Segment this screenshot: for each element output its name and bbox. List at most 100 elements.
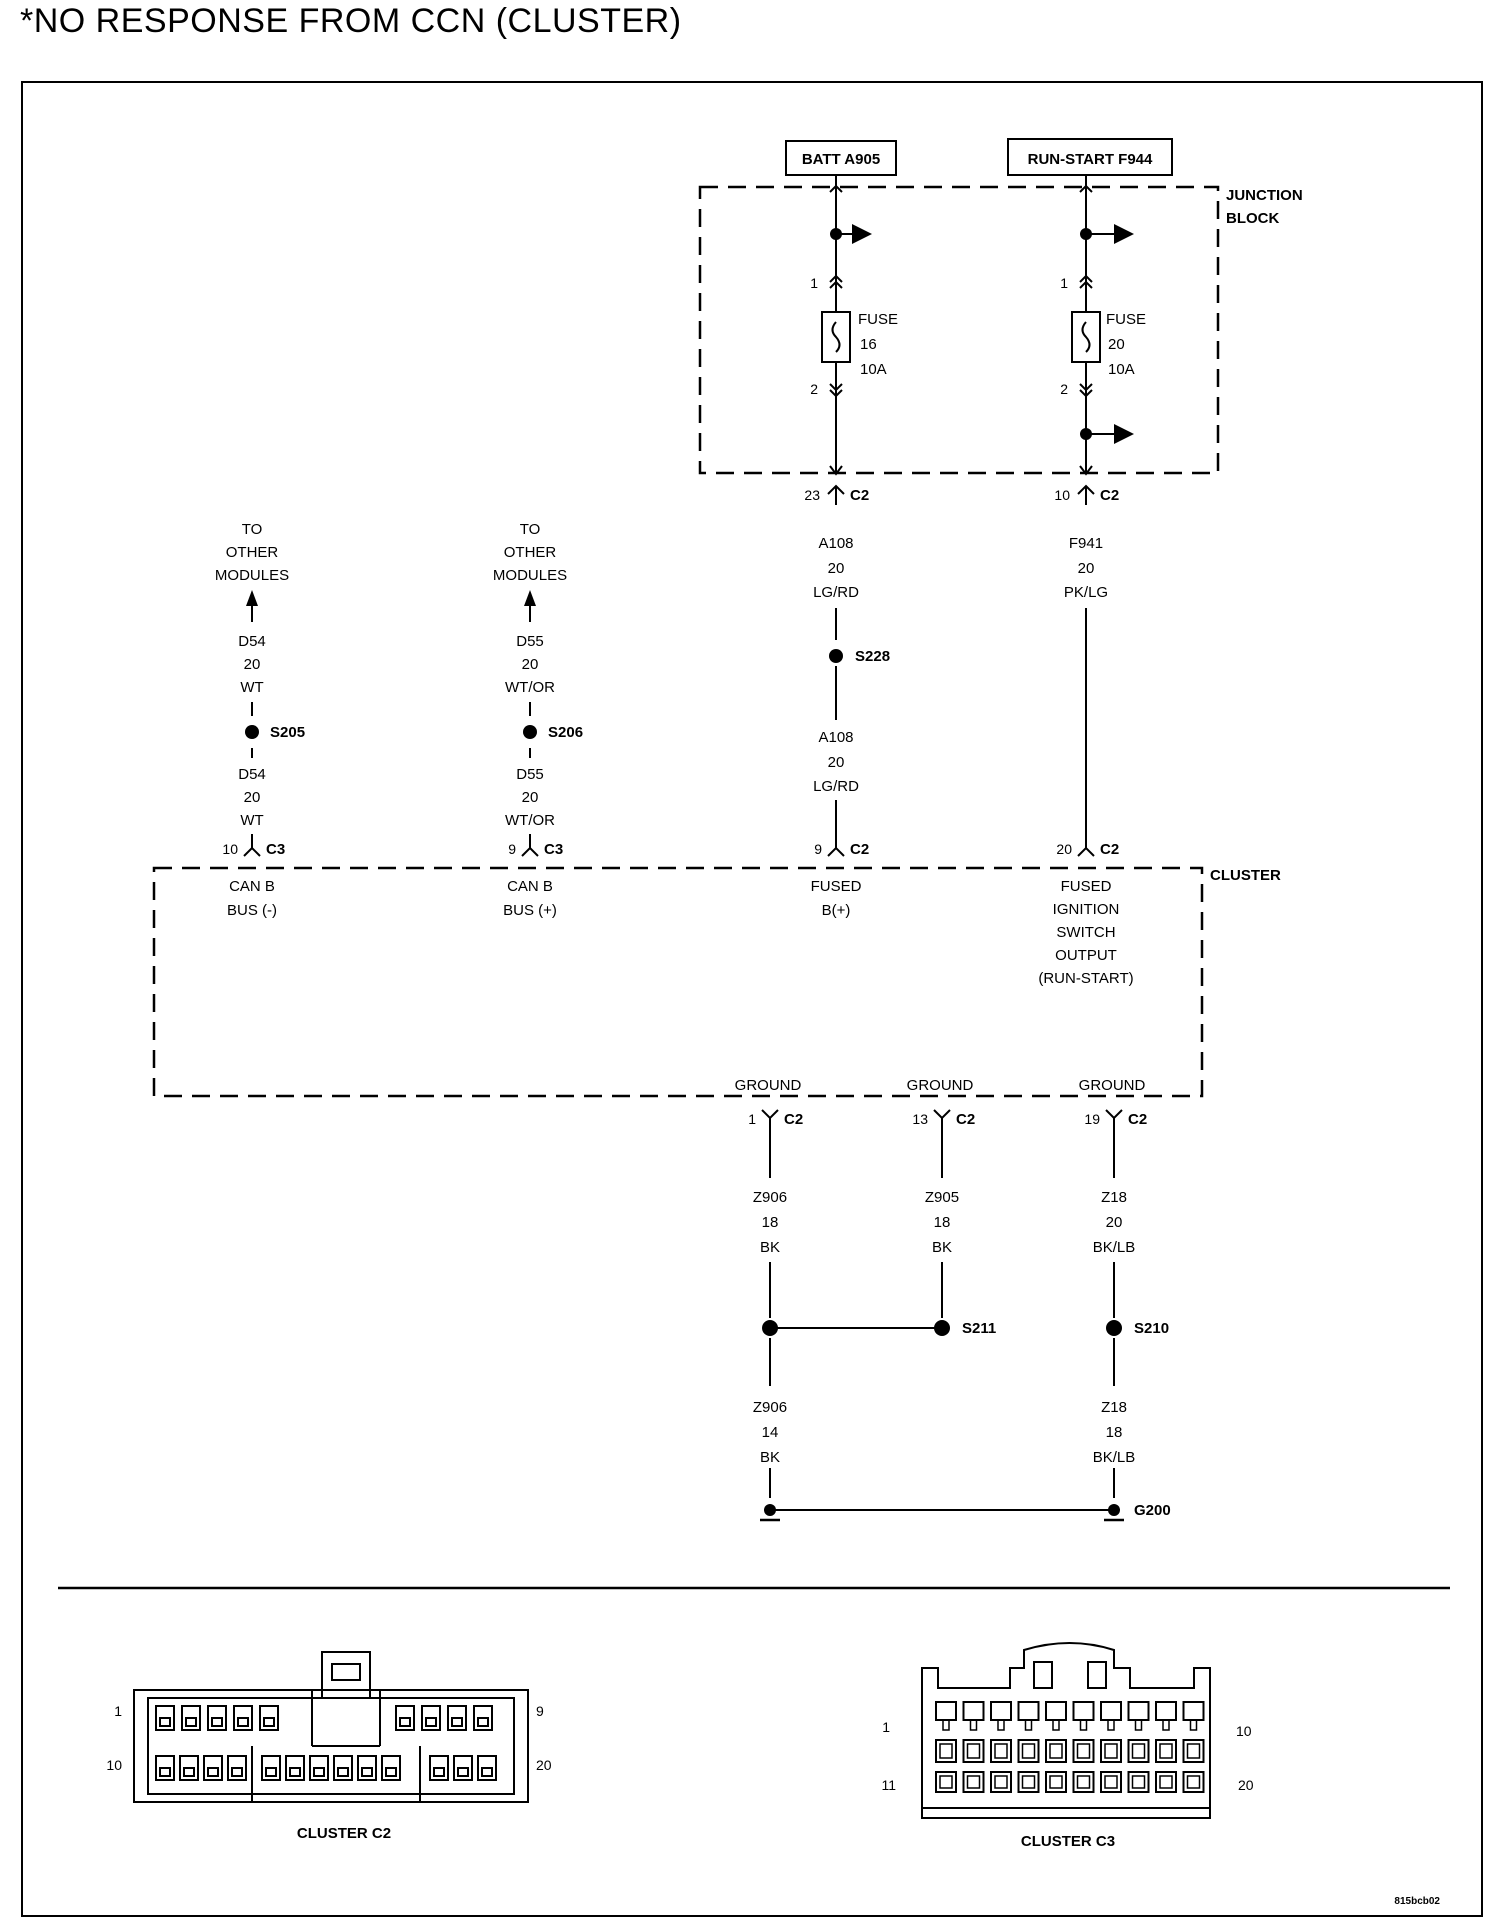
cluster-label: CLUSTER [1210, 867, 1281, 884]
fuse16-pin-in: 1 [810, 275, 818, 291]
fused-ign-4: OUTPUT [1055, 947, 1117, 964]
z906-lower-1: Z906 [753, 1399, 787, 1416]
d54-upper-3: WT [240, 679, 263, 696]
page-title: *NO RESPONSE FROM CCN (CLUSTER) [20, 2, 682, 40]
ground-label-3: GROUND [1079, 1077, 1146, 1094]
c2-9-conn: C2 [850, 841, 869, 858]
c2-23-conn: C2 [850, 487, 869, 504]
c2-19-pin: 19 [1084, 1111, 1100, 1127]
c2-20-pin: 20 [1056, 841, 1072, 857]
c3-view-label: CLUSTER C3 [1021, 1833, 1115, 1850]
z905-2: 18 [934, 1214, 951, 1231]
batt-circuit [821, 175, 872, 505]
c3-view-pin-1: 1 [882, 1719, 890, 1735]
source-batt-label: BATT A905 [802, 151, 880, 168]
d55-upper-2: 20 [522, 656, 539, 673]
splice-s211 [934, 1320, 950, 1336]
c2-10-pin: 10 [1054, 487, 1070, 503]
c2-19-conn: C2 [1128, 1111, 1147, 1128]
cluster-c2-connector-face [133, 1651, 529, 1803]
c3-view-pin-11: 11 [881, 1777, 896, 1793]
can-b-minus-1: CAN B [229, 878, 275, 895]
fuse16-pin-out: 2 [810, 381, 818, 397]
c2-view-pin-9: 9 [536, 1703, 544, 1719]
c3-cavity [990, 1701, 1012, 1731]
c3-cavity [1072, 1739, 1095, 1763]
d55-to-2: OTHER [504, 544, 557, 561]
c3-cavity [1045, 1771, 1067, 1793]
fused-b-2: B(+) [822, 902, 851, 919]
d55-lower-3: WT/OR [505, 812, 555, 829]
splice-s211-label: S211 [962, 1320, 996, 1337]
c3-pins [935, 1701, 1205, 1793]
c2-cavity [395, 1705, 415, 1731]
a108-upper-2: 20 [828, 560, 845, 577]
source-run-start: RUN-START F944 [1007, 138, 1173, 176]
c2-13-pin: 13 [912, 1111, 928, 1127]
splice-s206-label: S206 [548, 724, 583, 741]
can-b-minus-2: BUS (-) [227, 902, 277, 919]
can-b-plus-2: BUS (+) [503, 902, 557, 919]
c3-cavity [1017, 1771, 1040, 1793]
c3-cavity [1155, 1771, 1177, 1793]
c2-1-conn: C2 [784, 1111, 803, 1128]
c3-cavity [962, 1701, 985, 1731]
z18-lower-1: Z18 [1101, 1399, 1127, 1416]
z906-upper-3: BK [760, 1239, 780, 1256]
d55-lower-2: 20 [522, 789, 539, 806]
c3-cavity [935, 1739, 957, 1763]
source-batt: BATT A905 [785, 140, 897, 176]
diagram-frame [21, 81, 1483, 1917]
junction-block-label-1: JUNCTION [1226, 187, 1303, 204]
c3-cavity [1127, 1771, 1150, 1793]
c2-cavity [285, 1755, 305, 1781]
ground-symbol-left [760, 1504, 780, 1522]
d55-to-3: MODULES [493, 567, 567, 584]
c2-view-label: CLUSTER C2 [297, 1825, 391, 1842]
fused-ign-5: (RUN-START) [1038, 970, 1133, 987]
c2-cavity [233, 1705, 253, 1731]
ground-label-2: GROUND [907, 1077, 974, 1094]
c2-cavity [477, 1755, 497, 1781]
c2-cavity [155, 1705, 175, 1731]
c2-cavity [421, 1705, 441, 1731]
ground-splice-dot [762, 1320, 778, 1336]
fused-b-1: FUSED [811, 878, 862, 895]
splice-s210 [1106, 1320, 1122, 1336]
a108-upper-1: A108 [818, 535, 853, 552]
c2-cavity [261, 1755, 281, 1781]
c3-cavity [1182, 1701, 1205, 1731]
source-run-start-label: RUN-START F944 [1028, 151, 1153, 168]
can-b-plus-1: CAN B [507, 878, 553, 895]
batt-junction-dot [830, 228, 842, 240]
c2-cavity [259, 1705, 279, 1731]
c2-cavity [309, 1755, 329, 1781]
c2-1-pin: 1 [748, 1111, 756, 1127]
c2-cavity [381, 1755, 401, 1781]
z18-upper-1: Z18 [1101, 1189, 1127, 1206]
a108-lower-2: 20 [828, 754, 845, 771]
c3-cavity [990, 1739, 1012, 1763]
ground-label-1: GROUND [735, 1077, 802, 1094]
c3-cavity [1155, 1739, 1177, 1763]
c2-cavity [203, 1755, 223, 1781]
fuse16-label-1: FUSE [858, 311, 898, 328]
c3-cavity [1017, 1739, 1040, 1763]
fuse20-label-2: 20 [1108, 336, 1125, 353]
cluster-c3-connector-face [921, 1642, 1211, 1819]
c3-9-pin: 9 [508, 841, 516, 857]
c2-cavity [227, 1755, 247, 1781]
c2-view-pin-20: 20 [536, 1757, 552, 1773]
c2-9-pin: 9 [814, 841, 822, 857]
z906-lower-3: BK [760, 1449, 780, 1466]
d54-to-1: TO [242, 521, 263, 538]
c3-cavity [962, 1771, 985, 1793]
c3-cavity [1155, 1701, 1177, 1731]
c2-13-conn: C2 [956, 1111, 975, 1128]
d54-lower-1: D54 [238, 766, 266, 783]
c2-cavity [473, 1705, 493, 1731]
c3-cavity [1072, 1771, 1095, 1793]
d54-lower-3: WT [240, 812, 263, 829]
c3-cavity [1045, 1701, 1067, 1731]
